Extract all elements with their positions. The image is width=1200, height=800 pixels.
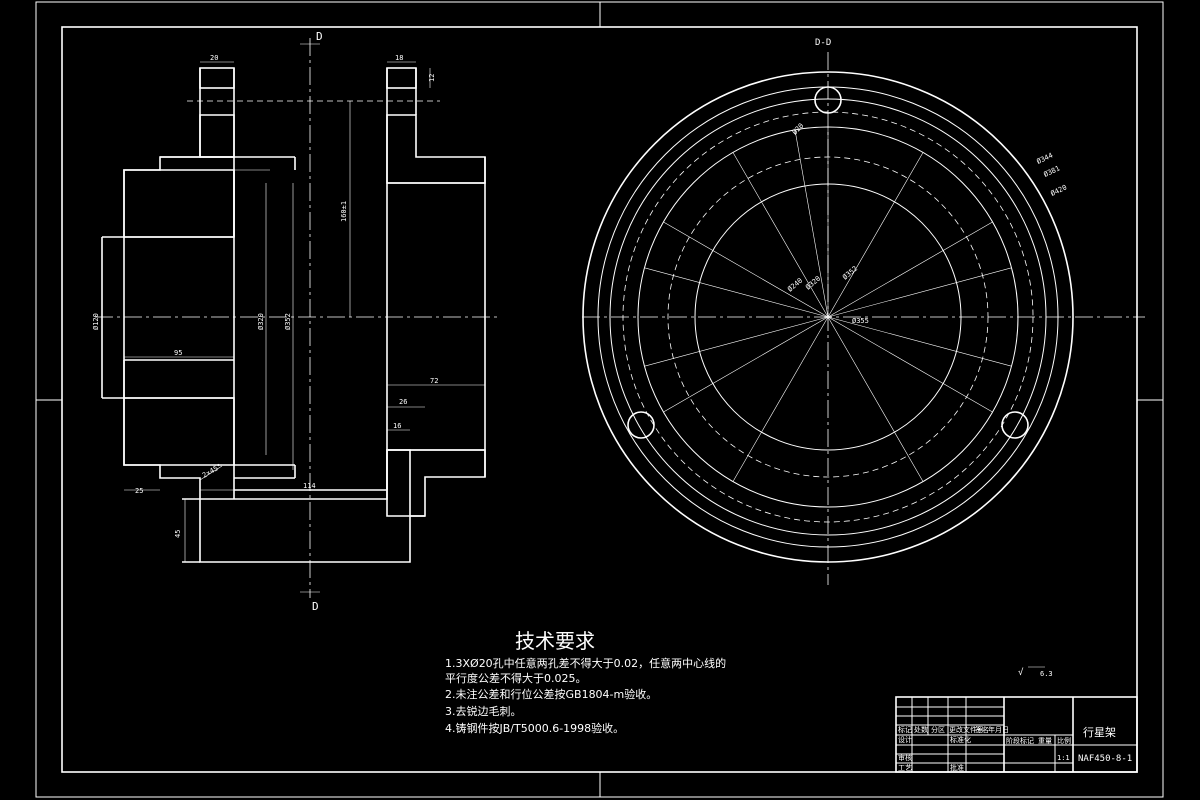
tb-header-4: 更改文件号 [949,725,984,734]
tb-header-6: 年月日 [988,725,1009,734]
tech-req-line-5: 4.铸钢件按JB/T5000.6-1998验收。 [445,721,624,735]
dim-width-right: 72 [430,377,438,385]
radial-line [663,316,829,413]
tb-stage-1: 阶段标记 [1006,736,1034,745]
title-block: 标记 处数 分区 更改文件号 签名 年月日 设计 标准化 审核 工艺 批准 阶段… [895,696,1138,773]
tb-row-2: 标准化 [950,735,971,744]
tech-req-line-2: 平行度公差不得大于0.025。 [445,671,587,685]
roughness-mark: √ [1018,667,1024,678]
tech-req-line-4: 3.去锐边毛刺。 [445,704,522,718]
end-view: D-D Ø20 Ø344 Ø381 Ø420 Ø240 Ø320 Ø352 Ø3… [582,38,1145,585]
hidden-lines [187,100,440,466]
end-view-radial-lines [644,127,1012,482]
technical-requirements: 技术要求 1.3XØ20孔中任意两孔差不得大于0.02，任意两中心线的 平行度公… [445,629,726,735]
planet-hole-left [627,411,655,439]
dim-width-step: 26 [399,398,407,406]
tb-header-3: 分区 [931,725,945,734]
dim-d3: Ø420 [1049,183,1068,197]
tb-row-4: 工艺 [898,764,912,772]
radial-line [644,316,829,367]
radial-line [732,152,829,318]
bolt-circle [622,111,1034,523]
dim-d4: Ø240 [786,277,804,294]
cut-label-bottom: D [312,600,319,613]
tech-req-line-3: 2.未注公差和行位公差按GB1804-m验收。 [445,687,657,701]
radial-line [663,221,829,318]
radial-line [827,316,993,413]
cut-label-top: D [316,30,323,43]
dim-width-small: 16 [393,422,401,430]
end-view-title: D-D [815,38,831,48]
radial-line [732,316,829,482]
dim-diameter-mid: Ø320 [257,313,265,330]
tb-drawing-number: NAF450-8-1 [1078,754,1132,764]
dim-hole: Ø20 [791,122,806,137]
dim-d1: Ø344 [1035,151,1054,165]
planet-hole-right [1001,411,1029,439]
section-outline [101,68,486,563]
radial-line [644,267,829,318]
tb-row-3: 审核 [898,753,912,762]
radial-line [827,267,1012,318]
circle-3 [609,98,1047,536]
dim-d7: Ø355 [852,317,869,325]
radial-line [827,316,1012,367]
dim-diameter-inner: Ø352 [284,313,292,330]
section-view: D D 20 18 12 Ø120 Ø320 Ø352 160±1 95 72 … [92,30,500,613]
dim-width-hub: 95 [174,349,182,357]
radial-line [827,316,924,482]
tech-req-line-1: 1.3XØ20孔中任意两孔差不得大于0.02，任意两中心线的 [445,656,726,670]
dim-d2: Ø381 [1042,164,1061,178]
section-dimension-lines [101,61,485,562]
dim-d5: Ø320 [804,275,822,292]
dim-bottom-length: 114 [303,482,316,490]
tb-part-name: 行星架 [1083,726,1116,739]
tb-header-5: 签名 [975,725,989,734]
dim-bottom-left: 25 [135,487,143,495]
outer-circle [582,71,1074,563]
tb-stage-3: 比例 [1057,736,1071,745]
tb-row-5: 批准 [950,763,964,772]
tb-header-1: 标记 [898,725,912,734]
tb-row-1: 设计 [898,735,912,744]
roughness-value: 6.3 [1040,670,1053,678]
tech-req-title: 技术要求 [515,629,595,653]
tb-header-2: 处数 [914,725,928,734]
radial-line [827,221,993,318]
radial-line [794,129,829,318]
radial-line [827,152,924,318]
tb-scale: 1:1 [1057,754,1070,762]
planet-hole-top [814,86,842,114]
sheet-border [35,1,1164,798]
dim-top-width-right: 18 [395,54,403,62]
roughness-symbol: √ 6.3 [1018,666,1053,678]
tb-stage-2: 重量 [1038,737,1052,745]
dim-height-center: 160±1 [340,201,348,222]
dim-top-width-left: 20 [210,54,218,62]
dim-diameter-outer: Ø120 [92,313,100,330]
dim-top-height-right: 12 [428,74,436,82]
dim-bottom-height: 45 [174,530,182,538]
